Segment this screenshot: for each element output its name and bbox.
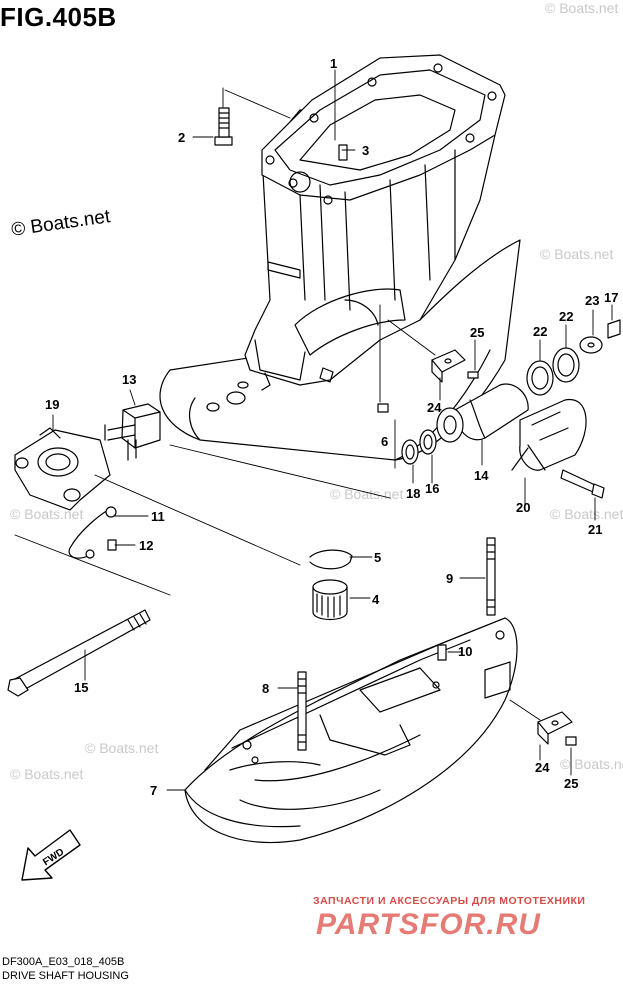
callout-4: 4 xyxy=(372,592,380,607)
washer-23 xyxy=(579,336,603,354)
callout-22a: 22 xyxy=(533,324,547,339)
callout-22b: 22 xyxy=(559,309,573,324)
callout-25a: 25 xyxy=(470,325,484,340)
callout-13: 13 xyxy=(122,372,136,387)
watermark: © Boats.net xyxy=(10,766,84,782)
callout-21: 21 xyxy=(588,522,602,537)
clip-5 xyxy=(309,549,353,570)
callout-11: 11 xyxy=(151,509,165,524)
callout-15: 15 xyxy=(74,680,88,695)
leader-lines xyxy=(14,69,613,791)
bolt-6 xyxy=(377,403,389,413)
washers-16-18 xyxy=(401,429,437,465)
watermark: © Boats.net xyxy=(330,486,404,502)
stud-15 xyxy=(7,609,151,697)
callout-25b: 25 xyxy=(564,776,578,791)
figure-title: FIG.405B xyxy=(0,2,117,32)
callout-8: 8 xyxy=(262,681,269,696)
fwd-direction-arrow: FWD xyxy=(21,829,81,881)
callout-24a: 24 xyxy=(427,400,442,415)
callout-24b: 24 xyxy=(535,760,550,775)
brand-subtitle: ЗАПЧАСТИ И АКСЕССУАРЫ ДЛЯ МОТОТЕХНИКИ xyxy=(313,895,586,907)
callout-1: 1 xyxy=(330,56,337,71)
bolt-21 xyxy=(560,469,605,499)
stud-8 xyxy=(297,671,307,751)
callout-6: 6 xyxy=(381,434,388,449)
plate-24-lower xyxy=(537,711,573,745)
bolt-25-lower xyxy=(565,736,577,746)
mount-bracket-19 xyxy=(14,427,111,511)
bolt-25-upper xyxy=(467,371,479,379)
watermark: © Boats.net xyxy=(85,740,159,756)
watermark: © Boats.net xyxy=(10,506,84,522)
callout-17: 17 xyxy=(604,290,618,305)
mount-14 xyxy=(436,383,529,443)
nut-17 xyxy=(607,319,621,339)
callout-labels: 1 2 3 4 5 6 7 8 9 10 11 12 13 14 15 16 1… xyxy=(45,56,618,798)
callout-16: 16 xyxy=(425,481,439,496)
figure-name: DRIVE SHAFT HOUSING xyxy=(2,970,129,982)
washers-22 xyxy=(526,347,580,396)
sensor-block-13 xyxy=(104,403,161,461)
callout-10: 10 xyxy=(458,644,472,659)
callout-19: 19 xyxy=(45,397,59,412)
callout-5: 5 xyxy=(374,550,381,565)
callout-12: 12 xyxy=(139,538,153,553)
watermark: © Boats.net xyxy=(550,506,623,522)
callout-9: 9 xyxy=(446,571,453,586)
watermark: © Boats.net xyxy=(560,756,623,772)
watermark: © Boats.net xyxy=(540,246,614,262)
pin-3 xyxy=(338,144,348,161)
callout-2: 2 xyxy=(178,130,185,145)
callout-23: 23 xyxy=(585,293,599,308)
callout-18: 18 xyxy=(406,486,420,501)
watermark: © Boats.net xyxy=(545,0,619,16)
seal-4 xyxy=(312,579,348,621)
stud-9 xyxy=(486,537,496,616)
plate-24-upper xyxy=(431,349,466,383)
bolt-2 xyxy=(214,107,233,146)
callout-3: 3 xyxy=(362,143,369,158)
ground-wire-11 xyxy=(68,506,117,559)
upper-housing xyxy=(159,54,521,461)
brand-logo: PARTSFOR.RU xyxy=(316,908,541,941)
figure-code: DF300A_E03_018_405B xyxy=(2,956,125,968)
callout-20: 20 xyxy=(516,500,530,515)
callout-14: 14 xyxy=(474,468,489,483)
bracket-20 xyxy=(511,399,587,471)
callout-7: 7 xyxy=(150,783,157,798)
